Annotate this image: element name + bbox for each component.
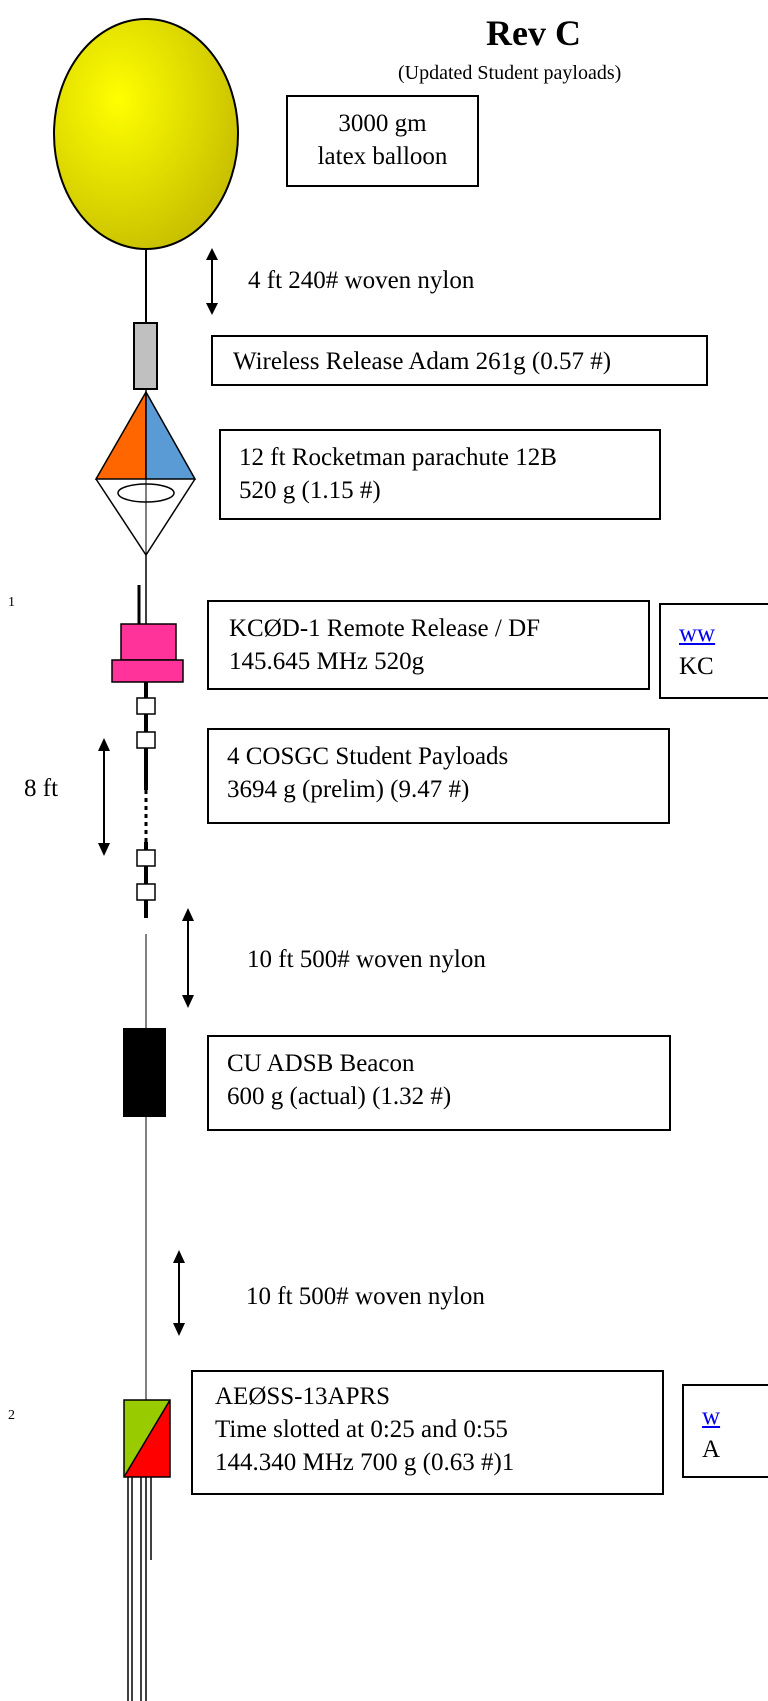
beacon-label-line2: 600 g (actual) (1.32 #) (227, 1083, 452, 1110)
aprs-label-line3: 144.340 MHz 700 g (0.63 #)1 (215, 1449, 515, 1476)
parachute-shape (94, 389, 197, 556)
tether-1-label: 4 ft 240# woven nylon (248, 267, 475, 294)
aprs-shape (123, 1399, 171, 1478)
balloon-label-line2: latex balloon (317, 143, 448, 170)
page-subtitle: (Updated Student payloads) (398, 62, 622, 84)
student-payloads-label-box: 4 COSGC Student Payloads 3694 g (prelim)… (207, 728, 670, 824)
student-payload-string (136, 682, 156, 918)
release-body (133, 322, 158, 390)
footnote-marker-1: 1 (8, 595, 15, 610)
release-label: Wireless Release Adam 261g (0.57 #) (233, 348, 612, 375)
remote-release-shape (111, 623, 184, 683)
tether-2-arrow (182, 908, 194, 1008)
student-payloads-line2: 3694 g (prelim) (9.47 #) (227, 776, 470, 803)
remote-release-label-box: KCØD-1 Remote Release / DF 145.645 MHz 5… (207, 600, 650, 690)
beacon-body (123, 1028, 166, 1117)
tether-3-label: 10 ft 500# woven nylon (246, 1283, 485, 1310)
remote-side-text: KC (679, 653, 714, 680)
remote-release-label-line1: KCØD-1 Remote Release / DF (229, 615, 541, 642)
tether-2-label: 10 ft 500# woven nylon (247, 946, 486, 973)
release-label-box: Wireless Release Adam 261g (0.57 #) (211, 335, 708, 386)
parachute-label-line2: 520 g (1.15 #) (239, 477, 381, 504)
tether-3-arrow (173, 1250, 185, 1336)
remote-side-link[interactable]: ww (679, 620, 716, 647)
aprs-label-box: AEØSS-13APRS Time slotted at 0:25 and 0:… (191, 1370, 664, 1495)
balloon-label-box: 3000 gm latex balloon (286, 95, 479, 187)
aprs-label-line1: AEØSS-13APRS (215, 1383, 391, 1410)
aprs-side-link[interactable]: w (702, 1403, 721, 1430)
balloon-shape (53, 18, 239, 250)
page-title: Rev C (486, 13, 581, 53)
payload-span-label: 8 ft (24, 775, 59, 802)
tether-1-arrow (206, 248, 218, 315)
footnote-marker-2: 2 (8, 1408, 15, 1423)
aprs-antenna (127, 1477, 152, 1701)
balloon-label-line1: 3000 gm (338, 110, 427, 137)
aprs-label-line2: Time slotted at 0:25 and 0:55 (215, 1416, 508, 1443)
remote-release-label-line2: 145.645 MHz 520g (229, 648, 425, 675)
aprs-side-box: w A (682, 1384, 768, 1478)
student-payloads-line1: 4 COSGC Student Payloads (227, 743, 509, 770)
aprs-side-text: A (702, 1436, 721, 1463)
beacon-label-box: CU ADSB Beacon 600 g (actual) (1.32 #) (207, 1035, 671, 1131)
parachute-label-line1: 12 ft Rocketman parachute 12B (239, 444, 557, 471)
remote-side-box: ww KC (659, 603, 768, 699)
payload-span-arrow (98, 738, 110, 856)
parachute-label-box: 12 ft Rocketman parachute 12B 520 g (1.1… (219, 429, 661, 520)
beacon-label-line1: CU ADSB Beacon (227, 1050, 415, 1077)
